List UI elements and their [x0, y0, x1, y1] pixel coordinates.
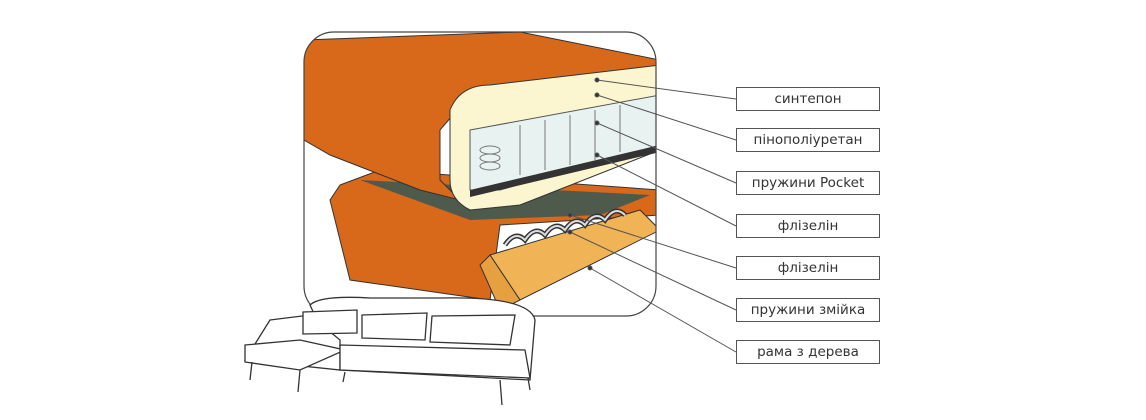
label-wood-frame: рама з дерева [736, 340, 880, 364]
label-pocket-springs: пружини Pocket [736, 171, 880, 195]
leader-lines [567, 77, 737, 353]
label-synthetic-padding: синтепон [736, 87, 880, 111]
label-polyurethane-foam: пінополіуретан [736, 128, 880, 152]
label-fleece-lower: флізелін [736, 256, 880, 280]
mattress-cutaway [304, 32, 656, 316]
corner-sofa-sketch [243, 296, 536, 406]
label-zigzag-springs: пружини змійка [736, 298, 880, 322]
label-fleece-upper: флізелін [736, 214, 880, 238]
